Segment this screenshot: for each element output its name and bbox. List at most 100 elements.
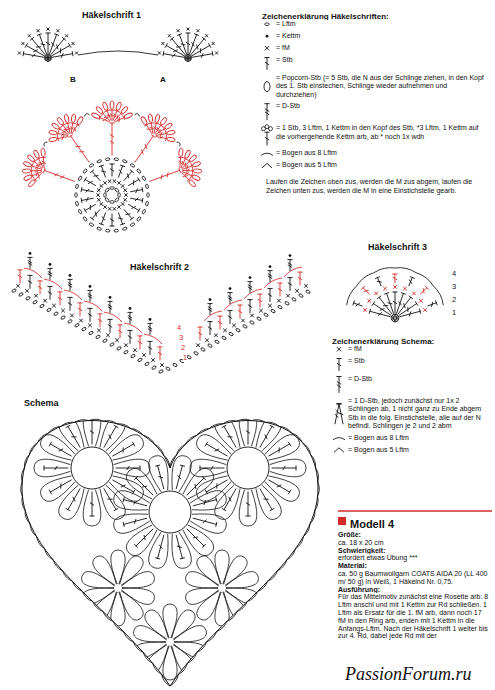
chain-stitch [186, 54, 191, 59]
petal-loop [134, 642, 167, 658]
treble-stitch [208, 322, 212, 335]
text-slot: erfordert etwas Übung *** [338, 554, 490, 562]
slip-stitch [69, 274, 72, 277]
text-slot: = D-Stb [276, 102, 488, 110]
heart-scallops [21, 419, 320, 686]
treble-stitch [246, 420, 250, 444]
chain-arc [333, 438, 345, 440]
chain-stitch [83, 169, 88, 174]
petal-loop [109, 435, 143, 460]
treble-stitch [420, 286, 428, 294]
chain-stitch [75, 184, 79, 189]
chain-stitch [97, 227, 102, 231]
chain-arc [44, 279, 62, 289]
treble-stitch [409, 277, 415, 286]
single-crochet [18, 52, 21, 55]
chain-stitch [235, 328, 240, 333]
instruction-text: Für das Mittelmotiv zunächst eine Rosett… [338, 593, 490, 640]
text-slot: Ausführung: [338, 586, 490, 594]
chain-stitch [130, 222, 135, 227]
popcorn-stitch [124, 112, 133, 119]
petal-loop [114, 514, 150, 533]
double-treble-stitch [48, 268, 52, 279]
treble-stitch [66, 425, 80, 447]
single-crochet [177, 29, 180, 32]
chain-stitch [242, 324, 247, 329]
treble-stitch [298, 272, 302, 285]
petal-loop [265, 435, 299, 460]
double-treble-stitch [248, 282, 252, 293]
single-crochet [250, 314, 254, 318]
chain-arc [124, 323, 142, 333]
chain-arc [261, 153, 273, 155]
treble-stitch [104, 425, 118, 447]
chain-arc [292, 433, 303, 443]
round-number: 3 [179, 333, 183, 342]
treble-stitch [104, 489, 118, 511]
chain-arc [374, 268, 395, 273]
slip-stitch [129, 307, 132, 310]
petal-loop [82, 572, 115, 588]
legend-text: = Bogen aus 5 Lftm [348, 446, 490, 454]
text-slot: 4 [177, 316, 181, 334]
petal-loop [172, 532, 191, 568]
chain-arc [296, 537, 304, 549]
single-crochet [56, 29, 59, 32]
chain-arc [207, 632, 217, 642]
chain-arc [143, 652, 152, 663]
single-crochet [106, 334, 110, 338]
popcorn-stitch [51, 122, 60, 130]
text-slot: = fM [348, 345, 490, 353]
chain-stitch [200, 347, 205, 352]
instruction-text: ca. 50 g Baumwollgarn COATS AIDA 20 (LL … [338, 570, 490, 586]
double-treble-stitch [337, 377, 341, 393]
chain-stitch [142, 209, 146, 214]
treble-stitch [105, 110, 111, 120]
petal-loop [145, 645, 169, 674]
chain-stitch [122, 159, 127, 163]
text-slot: = Kettm [276, 32, 488, 40]
single-crochet [214, 334, 218, 338]
popcorn-stitch [166, 130, 175, 136]
text-slot: = fM [276, 44, 488, 52]
red-square [338, 517, 346, 525]
petal-loop [256, 485, 281, 519]
single-crochet [47, 28, 50, 31]
chain-arc [22, 468, 25, 482]
slip-stitch [29, 252, 32, 255]
chain-arc [24, 268, 42, 278]
treble-stitch [353, 301, 362, 306]
single-crochet [363, 308, 367, 312]
popcorn-stitch [192, 161, 201, 168]
treble-stitch [265, 132, 269, 145]
single-crochet [196, 29, 199, 32]
treble-stitch [218, 316, 222, 329]
single-crochet [374, 292, 378, 296]
chain-stitch [130, 354, 135, 359]
chain-arc [310, 510, 315, 524]
single-crochet [100, 184, 103, 187]
chain-arc [104, 312, 122, 322]
chain-stitch [114, 158, 119, 161]
single-crochet [97, 189, 100, 192]
treble-stitch [115, 116, 125, 122]
petal-loop [270, 459, 306, 477]
treble-stitch [28, 275, 32, 288]
treble-stitch [337, 403, 343, 423]
popcorn-stitch [56, 117, 64, 126]
single-crochet [88, 324, 92, 328]
rosette-ring [227, 447, 269, 489]
chain-stitch [97, 159, 102, 163]
single-crochet [304, 284, 308, 288]
popcorn-stitch [48, 137, 57, 143]
chain-stitch [53, 311, 58, 316]
popcorn-stitch [166, 137, 175, 143]
chain-stitch [89, 163, 94, 168]
treble-stitch [48, 286, 52, 299]
chain-arc [264, 278, 282, 288]
chain-arc [61, 422, 75, 426]
chain-arc [30, 524, 37, 537]
chain-stitch [11, 288, 16, 293]
note-text: Laufen die Zeichen oben zus, werden die … [266, 178, 488, 195]
